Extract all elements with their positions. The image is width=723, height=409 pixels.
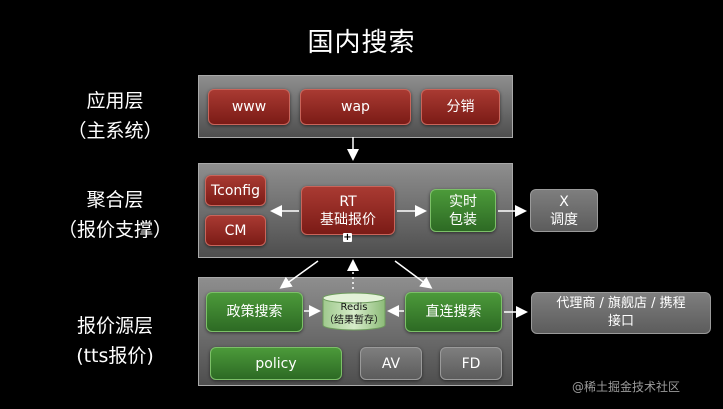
agents-interface-box: 代理商 / 旗舰店 / 携程 接口 (531, 292, 711, 334)
realtime-sublabel: 包装 (449, 211, 477, 228)
wap-box: wap (300, 89, 411, 125)
aggregation-layer-name: 聚合层 (86, 189, 144, 211)
redis-cylinder (322, 292, 386, 331)
agg-to-policy-search-arrow (279, 260, 319, 289)
diagram-title: 国内搜索 (307, 28, 416, 58)
x-sublabel: 调度 (550, 211, 578, 228)
redis-label: Redis （结果暂存） (323, 301, 385, 327)
application-layer-label: 应用层 （主系统） (40, 86, 190, 146)
rt-sublabel: 基础报价 (320, 211, 376, 228)
x-scheduling-box: X 调度 (530, 189, 598, 232)
agg-to-direct-search-arrow (394, 260, 433, 289)
policy-box: policy (210, 347, 342, 380)
source-layer-label: 报价源层 (tts报价) (40, 311, 190, 371)
av-box: AV (360, 347, 422, 380)
redis-name: Redis (340, 302, 368, 313)
agents-label: 代理商 / 旗舰店 / 携程 (556, 296, 686, 311)
realtime-label: 实时 (449, 193, 477, 210)
watermark-text: @稀土掘金技术社区 (572, 380, 681, 394)
distribution-box: 分销 (421, 89, 500, 125)
application-layer-desc: （主系统） (67, 120, 163, 142)
cm-box: CM (205, 215, 266, 246)
application-layer-name: 应用层 (86, 90, 144, 112)
rt-base-quote-box: RT 基础报价 (301, 186, 395, 235)
source-layer-name: 报价源层 (76, 315, 153, 337)
agents-sublabel: 接口 (607, 314, 634, 329)
aggregation-layer-desc: （报价支撑） (57, 219, 172, 241)
expand-plus-icon: + (343, 232, 352, 243)
source-layer-desc: (tts报价) (76, 345, 154, 367)
aggregation-layer-label: 聚合层 （报价支撑） (40, 185, 190, 245)
tconfig-box: Tconfig (205, 175, 266, 206)
policy-search-box: 政策搜索 (206, 292, 303, 332)
direct-search-box: 直连搜索 (405, 292, 502, 332)
rt-label: RT (339, 193, 357, 210)
www-box: www (208, 89, 290, 125)
x-label: X (559, 193, 569, 210)
redis-desc: （结果暂存） (324, 315, 384, 326)
realtime-packaging-box: 实时 包装 (430, 189, 496, 232)
fd-box: FD (440, 347, 502, 380)
